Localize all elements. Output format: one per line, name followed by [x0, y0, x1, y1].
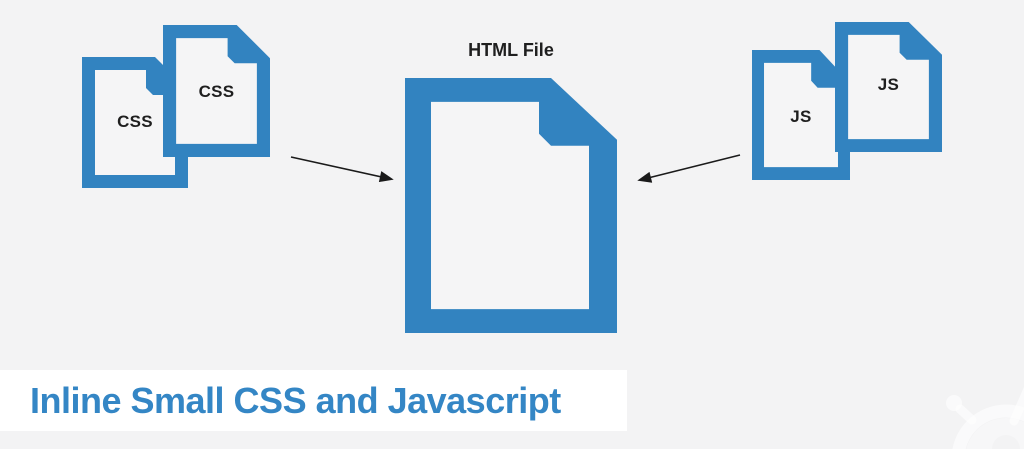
js-file-icon-back: JS — [835, 22, 942, 152]
file-icon — [82, 57, 188, 188]
html-file-icon — [405, 78, 617, 333]
css-file-label: CSS — [117, 112, 153, 131]
file-icon — [835, 22, 942, 152]
arrow-css-to-html-icon — [290, 156, 394, 183]
css-file-icon-back: CSS — [163, 25, 270, 157]
file-icon — [752, 50, 850, 180]
file-icon — [405, 78, 617, 333]
js-file-label: JS — [790, 107, 812, 126]
keycdn-mascot-watermark-icon — [946, 386, 1024, 449]
page-title: Inline Small CSS and Javascript — [30, 380, 561, 421]
css-file-label: CSS — [198, 82, 235, 101]
arrow-js-to-html-icon — [637, 154, 741, 183]
title-strip: Inline Small CSS and Javascript — [0, 370, 627, 431]
css-file-icon-front: CSS — [82, 57, 188, 188]
file-icon — [163, 25, 270, 157]
js-file-label: JS — [877, 75, 900, 94]
html-file-heading: HTML File — [468, 40, 554, 60]
js-file-icon-front: JS — [752, 50, 850, 180]
